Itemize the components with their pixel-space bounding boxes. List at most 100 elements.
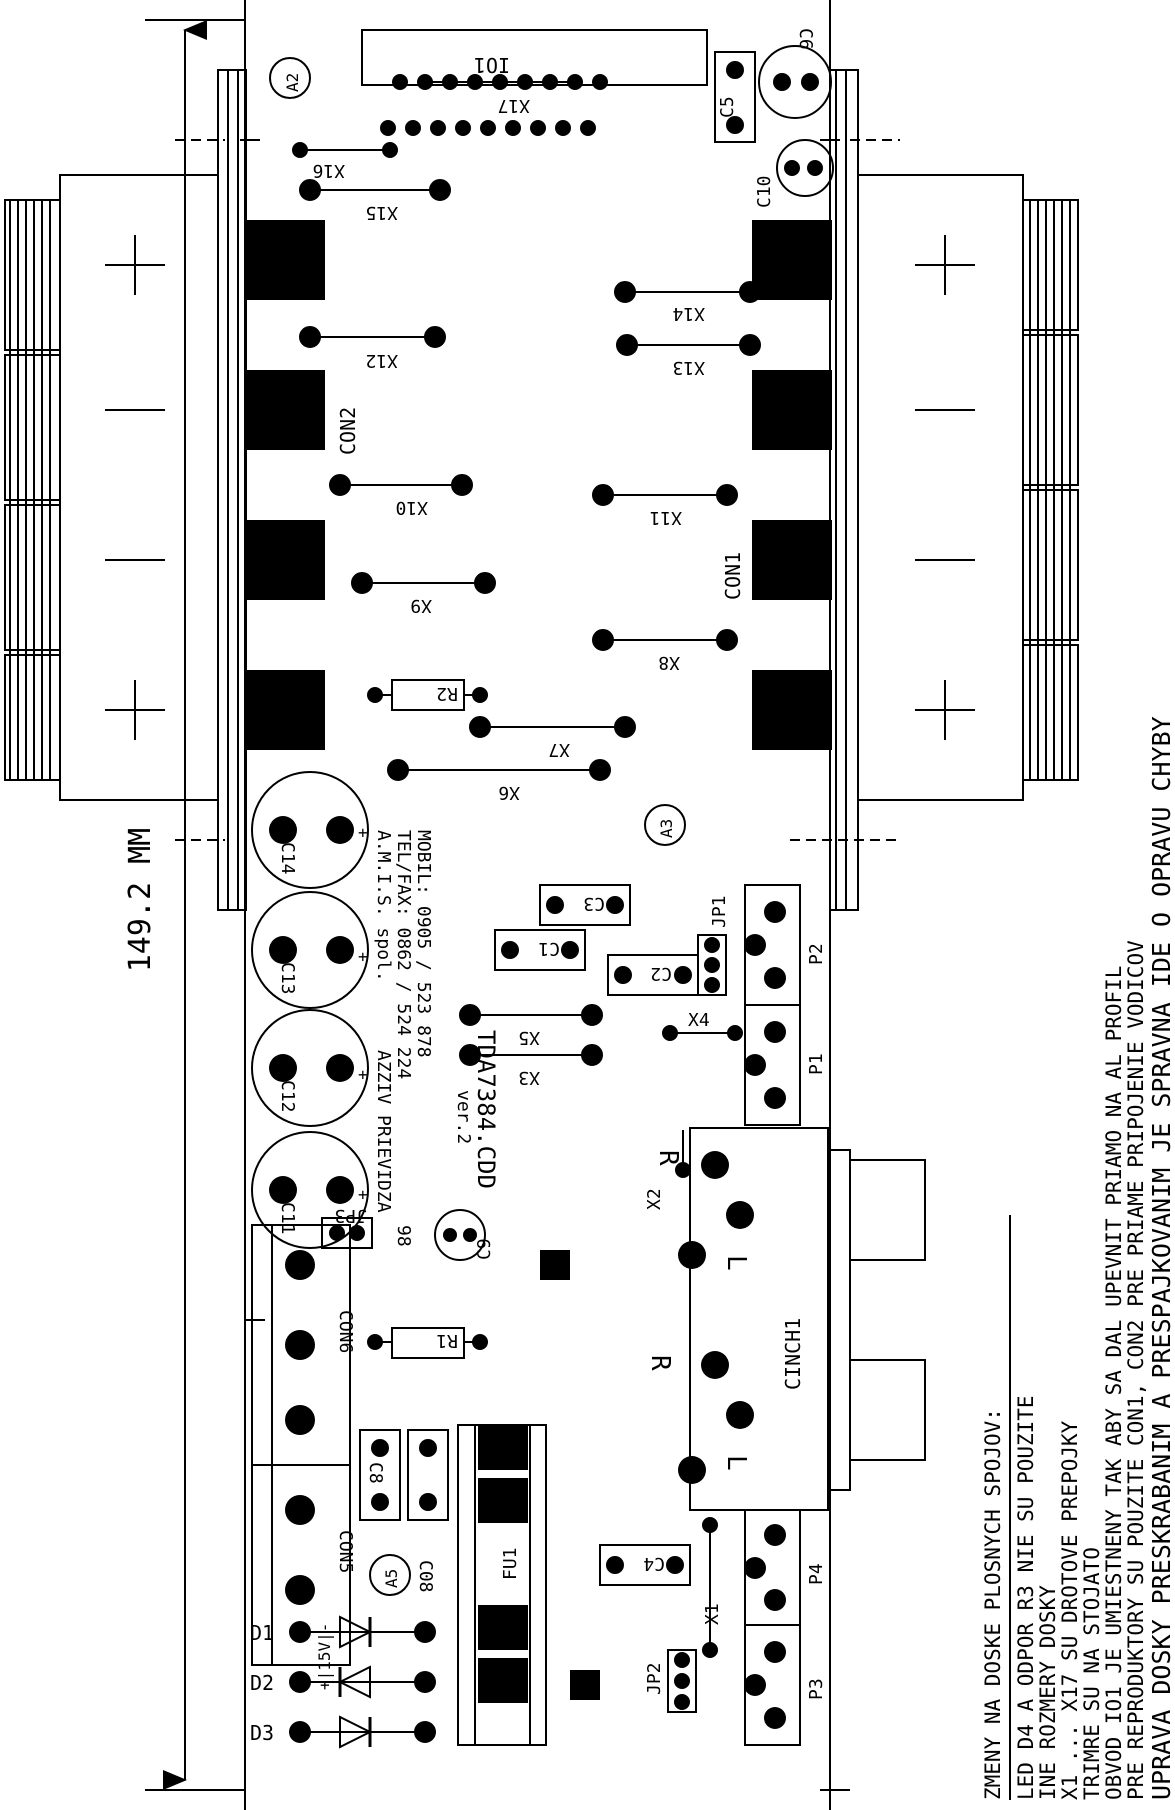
con5-label: CON5 bbox=[335, 1530, 356, 1573]
x13-label: X13 bbox=[672, 357, 705, 378]
board-version: ver.2 bbox=[453, 1090, 474, 1144]
capacitor-c2: C2 bbox=[607, 954, 699, 996]
c2-label: C2 bbox=[650, 963, 672, 984]
trimmer-p4: P4 bbox=[744, 1509, 827, 1626]
capacitor-c08: C08 bbox=[407, 1429, 449, 1593]
d1-label: D1 bbox=[250, 1621, 274, 1645]
io1-label: IO1 bbox=[474, 53, 510, 77]
resistor-r2: R2 bbox=[367, 679, 488, 711]
c12-label: C12 bbox=[277, 1080, 298, 1113]
x2-label: X2 bbox=[644, 1188, 665, 1210]
diode-d1: D1 bbox=[250, 1615, 436, 1649]
marker-a3-label: A3 bbox=[657, 819, 676, 838]
trimmer-p1: P1 bbox=[744, 1004, 827, 1126]
dimension-label: 149.2 MM bbox=[123, 828, 158, 973]
capacitor-c6: C6 bbox=[758, 28, 832, 119]
x12-label: X12 bbox=[365, 350, 398, 371]
supply-label: +|15V|- bbox=[315, 1623, 334, 1690]
x9-label: X9 bbox=[410, 595, 432, 616]
jp3-label: JP3 bbox=[334, 1205, 367, 1226]
c6-label: C6 bbox=[795, 28, 816, 50]
trimmer-p2: P2 bbox=[744, 884, 827, 1006]
p1-label: P1 bbox=[806, 1053, 827, 1075]
board-mobil: MOBIL: 0905 / 523 878 bbox=[413, 830, 434, 1058]
io1-chip: IO1 X17 X16 bbox=[292, 29, 708, 181]
board-info: A.M.I.S. spol. AZZIV PRIEVIDZA TEL/FAX: … bbox=[373, 830, 500, 1247]
capacitor-c14: + C14 bbox=[251, 771, 369, 889]
x17-label: X17 bbox=[497, 95, 530, 116]
d3-label: D3 bbox=[250, 1721, 274, 1745]
capacitor-c11: + C11 bbox=[251, 1131, 369, 1249]
dimension-line: 149.2 MM bbox=[123, 19, 245, 1791]
marker-a5: A5 bbox=[369, 1554, 411, 1596]
x7-label: X7 bbox=[548, 739, 570, 760]
x4-label: X4 bbox=[688, 1010, 710, 1031]
c14-plus: + bbox=[358, 823, 368, 842]
capacitor-c5: C5 bbox=[714, 51, 756, 143]
capacitor-c9: C9 bbox=[434, 1209, 495, 1261]
jp1-label: JP1 bbox=[709, 895, 730, 928]
marker-a5-label: A5 bbox=[382, 1569, 401, 1588]
cinch-r-upper: R bbox=[653, 1150, 683, 1166]
jp2-label: JP2 bbox=[644, 1662, 665, 1695]
d2-label: D2 bbox=[250, 1671, 274, 1695]
x6-label: X6 bbox=[498, 782, 520, 803]
p4-label: P4 bbox=[806, 1563, 827, 1585]
board-addr: AZZIV PRIEVIDZA bbox=[373, 1050, 394, 1213]
cinch-l-upper: L bbox=[721, 1255, 751, 1271]
c14-label: C14 bbox=[277, 842, 298, 875]
c9-label: C9 bbox=[474, 1238, 495, 1260]
x1-label: X1 bbox=[702, 1603, 723, 1625]
c13-plus: + bbox=[358, 947, 368, 966]
c11-label: C11 bbox=[277, 1202, 298, 1235]
c08-label: C08 bbox=[415, 1560, 436, 1593]
marker-a2: A2 bbox=[269, 57, 311, 99]
p3-label: P3 bbox=[806, 1678, 827, 1700]
x14-label: X14 bbox=[672, 303, 705, 324]
c1-label: C1 bbox=[538, 938, 560, 959]
capacitor-c13: + C13 bbox=[251, 891, 369, 1009]
c13-label: C13 bbox=[277, 962, 298, 995]
wire-jumpers bbox=[299, 179, 761, 1658]
jumper-jp2: JP2 bbox=[644, 1649, 697, 1713]
x5-label: X5 bbox=[518, 1027, 540, 1048]
c3-label: C3 bbox=[583, 893, 605, 914]
jumper-labels: X15 X14 X12 X13 X10 X11 X9 X8 X7 X6 X5 X… bbox=[365, 202, 723, 1625]
square-pad-upper bbox=[540, 1250, 570, 1280]
board-code: TDA7384.CDD bbox=[472, 1030, 500, 1189]
con6-label: CON6 bbox=[335, 1310, 356, 1353]
note-line-7: UPRAVA DOSKY PRESKRABANIM A PRESPAJKOVAN… bbox=[1147, 716, 1175, 1800]
capacitor-c4: C4 bbox=[599, 1544, 691, 1586]
note-line-1: LED D4 A ODPOR R3 NIE SU POUZITE bbox=[1014, 1395, 1038, 1800]
cinch1-connector: CINCH1 L R R L bbox=[645, 1127, 926, 1511]
diode-d2: D2 bbox=[250, 1665, 436, 1699]
notes-title: ZMENY NA DOSKE PLOSNYCH SPOJOV: bbox=[981, 1408, 1005, 1800]
cinch1-label: CINCH1 bbox=[781, 1318, 805, 1390]
c10-label: C10 bbox=[754, 175, 775, 208]
speaker-pads bbox=[245, 220, 832, 750]
resistor-r1: R1 bbox=[367, 1327, 488, 1359]
x16-label: X16 bbox=[312, 160, 345, 181]
cinch-r-lower: R bbox=[645, 1355, 675, 1371]
p2-label: P2 bbox=[806, 943, 827, 965]
jumper-jp3: JP3 bbox=[321, 1205, 373, 1249]
r1-label: R1 bbox=[436, 1330, 458, 1351]
note-line-2: INE ROZMERY DOSKY bbox=[1036, 1585, 1060, 1800]
note-line-4: TRIMRE SU NA STOJATO bbox=[1080, 1547, 1104, 1800]
note-line-5: OBVOD IO1 JE UMIESTNENY TAK ABY SA DAL U… bbox=[1102, 966, 1126, 1800]
c5-label: C5 bbox=[717, 96, 738, 118]
jumper-jp1: JP1 bbox=[697, 895, 730, 996]
x11-label: X11 bbox=[649, 507, 682, 528]
heatsink-right bbox=[857, 174, 1079, 801]
c8-label: C8 bbox=[365, 1462, 386, 1484]
c12-plus: + bbox=[358, 1065, 368, 1084]
x15-label: X15 bbox=[365, 202, 398, 223]
capacitor-c3: C3 bbox=[539, 884, 631, 926]
note-line-6: PRE REPRODUKTORY SU POUZITE CON1, CON2 P… bbox=[1124, 940, 1148, 1800]
marker-a2-label: A2 bbox=[283, 73, 302, 92]
square-pad-lower bbox=[570, 1670, 600, 1700]
fu1-label: FU1 bbox=[500, 1547, 521, 1580]
marker-a3: A3 bbox=[644, 804, 686, 846]
board-year: 98 bbox=[393, 1225, 414, 1247]
capacitor-c1: C1 bbox=[494, 929, 586, 971]
